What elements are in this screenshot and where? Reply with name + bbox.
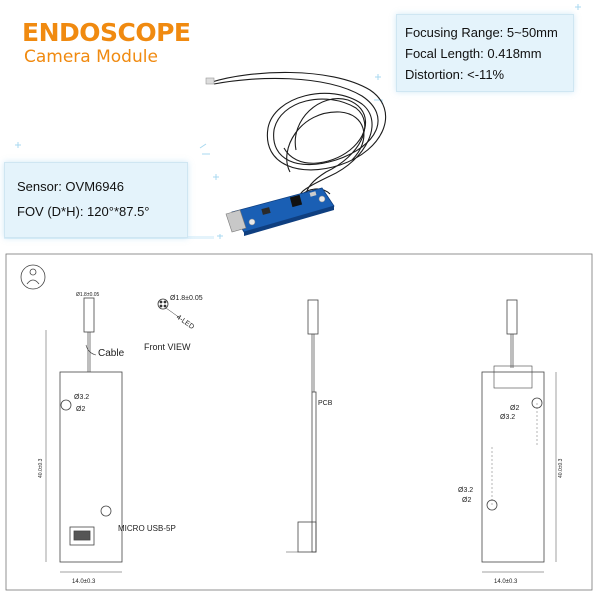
view-back: [481, 299, 557, 573]
sparkle-icon: [199, 143, 210, 155]
front-hole-large-label: Ø3.2: [74, 394, 89, 401]
cable-label: Cable: [98, 348, 125, 359]
front-view-label: Front VIEW: [144, 342, 191, 352]
front-width-label: 14.0±0.3: [72, 579, 96, 585]
brand-title: ENDOSCOPE: [22, 18, 191, 47]
sensor-spec-panel: Sensor: OVM6946 FOV (D*H): 120°*87.5°: [4, 162, 188, 238]
pcb-label: PCB: [318, 400, 333, 407]
front-view-detail: [157, 298, 181, 319]
optics-spec-panel: Focusing Range: 5~50mm Focal Length: 0.4…: [396, 14, 574, 92]
back-hole-small-label-2: Ø2: [462, 497, 471, 504]
led-label: 4-LED: [175, 314, 195, 331]
sensor-chip: [289, 194, 303, 208]
sparkle-icon: [217, 234, 223, 239]
brand-subtitle: Camera Module: [24, 47, 158, 67]
usb-connector: [225, 209, 247, 233]
sparkle-icon: [375, 74, 381, 80]
sparkle-icon: [15, 142, 21, 148]
camera-tip: [205, 77, 215, 85]
back-hole-large-label: Ø3.2: [500, 414, 515, 421]
focusing-range-text: Focusing Range: 5~50mm: [405, 25, 558, 40]
sparkle-icon: [575, 4, 581, 10]
usb-label: MICRO USB-5P: [118, 524, 176, 533]
drawing-frame: [5, 253, 593, 591]
pcb-board: [225, 187, 335, 236]
fov-text: FOV (D*H): 120°*87.5°: [17, 204, 150, 219]
logo-seal-icon: [20, 264, 46, 290]
back-height-label: 40.0±0.3: [558, 458, 564, 478]
front-view-diameter-label: Ø1.8±0.05: [170, 295, 203, 302]
sensor-text: Sensor: OVM6946: [17, 179, 124, 194]
front-height-label: 40.0±0.3: [38, 458, 44, 478]
front-cable-dia-label: Ø1.8±0.05: [76, 292, 100, 298]
back-width-label: 14.0±0.3: [494, 579, 518, 585]
view-side: [286, 299, 319, 553]
view-front: [45, 297, 123, 573]
front-hole-small-label: Ø2: [76, 406, 85, 413]
focal-length-text: Focal Length: 0.418mm: [405, 46, 542, 61]
back-hole-large-label-2: Ø3.2: [458, 487, 473, 494]
back-hole-small-label: Ø2: [510, 405, 519, 412]
distortion-text: Distortion: <-11%: [405, 67, 505, 82]
sparkle-icon: [213, 174, 219, 180]
coiled-cable: [211, 71, 387, 197]
